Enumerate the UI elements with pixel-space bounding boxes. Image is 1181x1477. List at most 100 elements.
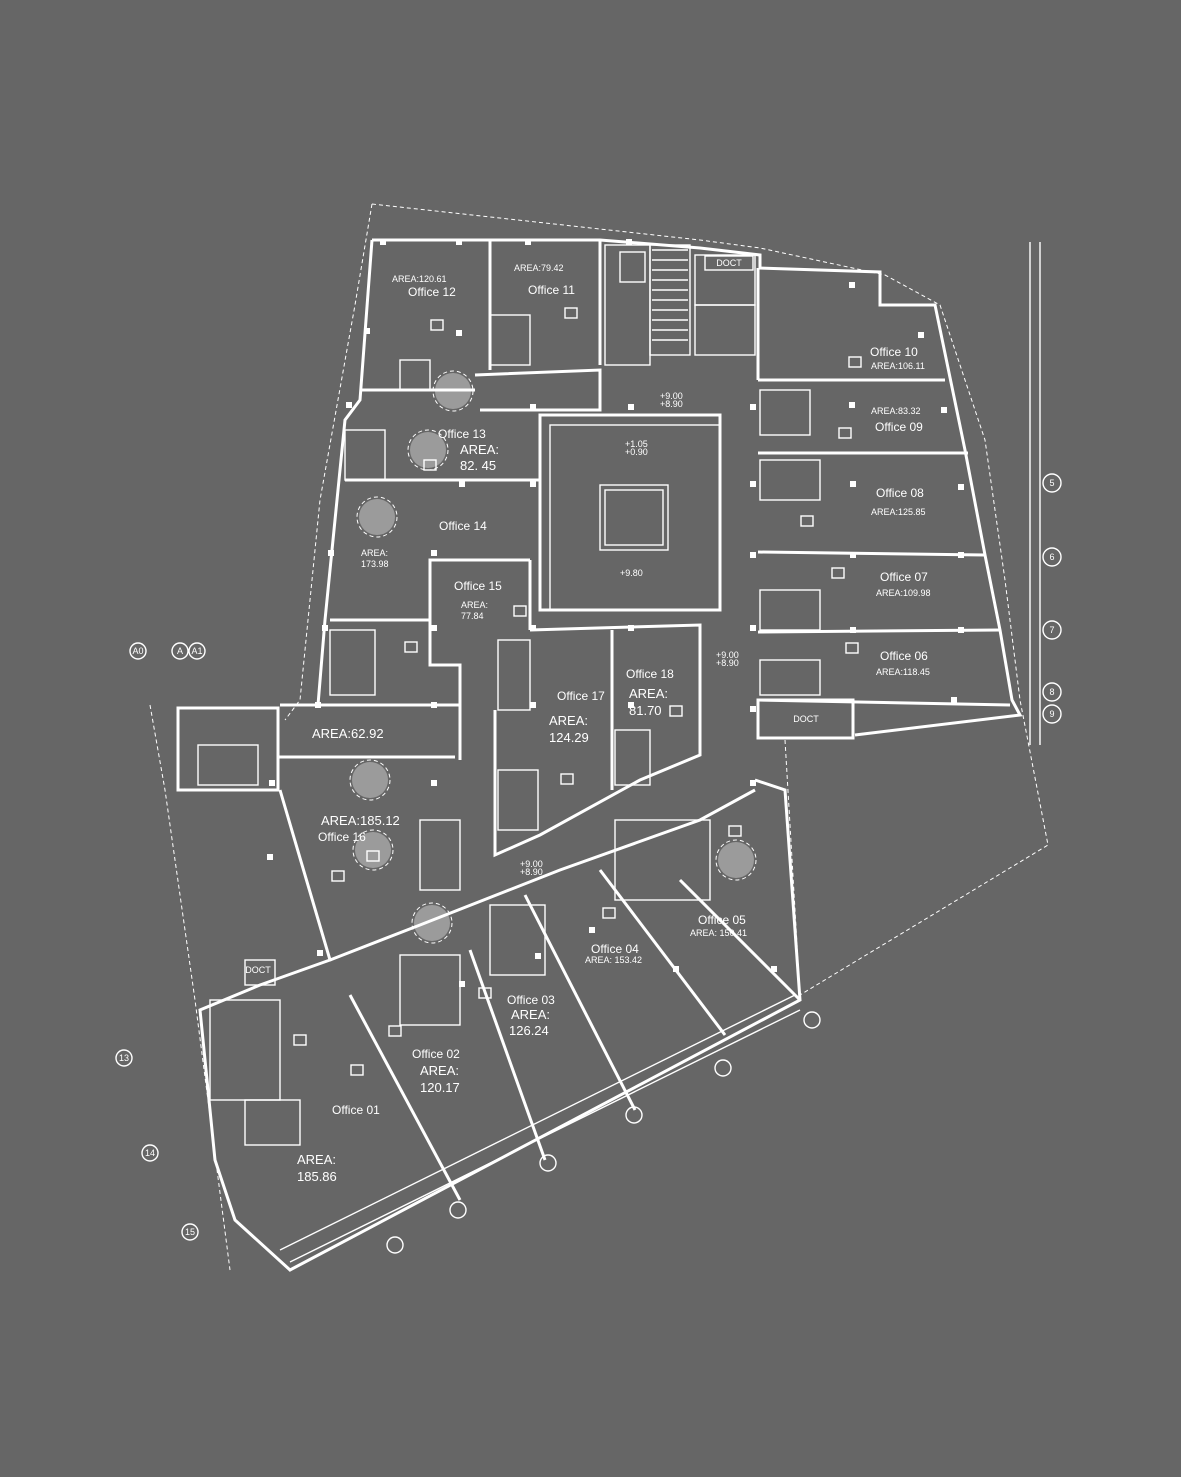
south-facade (279, 994, 801, 1263)
grid-bubble-label: 15 (185, 1227, 195, 1237)
column (951, 697, 957, 703)
column (459, 981, 465, 987)
doct-label-south: DOCT (245, 965, 271, 975)
column (267, 854, 273, 860)
column (322, 625, 328, 631)
office-08-area: AREA:125.85 (871, 507, 926, 517)
office-06-area: AREA:118.45 (876, 667, 930, 677)
room-tag (430, 319, 444, 331)
office-12-area: AREA:120.61 (392, 274, 447, 284)
skylight (352, 829, 394, 871)
grid-bubble-label: A0 (132, 646, 143, 656)
column (941, 407, 947, 413)
column (530, 481, 536, 487)
room-tag (669, 705, 683, 717)
grid-bubble (115, 1049, 133, 1067)
office-10-area: AREA:106.11 (871, 361, 925, 371)
office-12-name: Office 12 (408, 285, 456, 299)
office-10-name: Office 10 (870, 345, 918, 359)
column (918, 332, 924, 338)
column (628, 702, 634, 708)
office-11-area: AREA:79.42 (514, 263, 564, 273)
office-11-name: Office 11 (528, 283, 575, 297)
column (530, 625, 536, 631)
column (269, 780, 275, 786)
column (380, 239, 386, 245)
office-01-name: Office 01 (332, 1103, 380, 1117)
column (771, 966, 777, 972)
office-17-area-label: AREA: (549, 713, 588, 728)
columns (267, 239, 964, 987)
grid-bubble-label: A1 (191, 646, 202, 656)
grid-bubble (129, 642, 147, 660)
grid-bubble-label: 9 (1049, 709, 1054, 719)
office-07-name: Office 07 (880, 570, 928, 584)
office-03-area-label: AREA: (511, 1007, 550, 1022)
column (750, 625, 756, 631)
column (431, 780, 437, 786)
level-label: +9.00 (660, 391, 683, 401)
grid-bubble (1042, 473, 1062, 493)
office-05-name: Office 05 (698, 913, 746, 927)
office-06-name: Office 06 (880, 649, 928, 663)
column (456, 239, 462, 245)
room-tag (564, 307, 578, 319)
office-09-area: AREA:83.32 (871, 406, 921, 416)
grid-bubble-label: 14 (145, 1148, 155, 1158)
office-13-area-label: AREA: (460, 442, 499, 457)
building-outline (198, 238, 1023, 1272)
column (849, 282, 855, 288)
level-label: +9.00 (716, 650, 739, 660)
office-02-area-value: 120.17 (420, 1080, 460, 1095)
column (628, 625, 634, 631)
grid-bubble-label: 5 (1049, 478, 1054, 488)
skylight-fill (435, 373, 471, 409)
grid-bubble-label: 6 (1049, 552, 1054, 562)
office-16-name: Office 16 (318, 830, 366, 844)
office-17-name: Office 17 (557, 689, 605, 703)
grid-bubble (449, 1201, 467, 1219)
office-08-name: Office 08 (876, 486, 924, 500)
column (673, 966, 679, 972)
core-north (604, 244, 756, 366)
skylight-fill (359, 499, 395, 535)
office-01-area-value: 185.86 (297, 1169, 337, 1184)
column (431, 702, 437, 708)
office-02-name: Office 02 (412, 1047, 460, 1061)
office-03-area-value: 126.24 (509, 1023, 549, 1038)
office-15-area-value: 77.84 (461, 611, 484, 621)
skylight (715, 839, 757, 881)
room-tag (293, 1034, 307, 1046)
grid-bubble (141, 1144, 159, 1162)
skylight (432, 370, 474, 412)
grid-bubble (539, 1154, 557, 1172)
room-tag (800, 515, 814, 527)
north-block (360, 240, 602, 412)
skylight (411, 902, 453, 944)
column (530, 404, 536, 410)
office-04-name: Office 04 (591, 942, 639, 956)
room-tag (331, 870, 345, 882)
center-south-block (493, 623, 702, 858)
level-label: +9.00 (520, 859, 543, 869)
column (850, 627, 856, 633)
skylights (349, 370, 757, 944)
grid-bubble (188, 642, 206, 660)
column (850, 481, 856, 487)
grid-bubble (714, 1059, 732, 1077)
grid-bubble (171, 642, 189, 660)
office-13-area-value: 82. 45 (460, 458, 496, 473)
column (850, 552, 856, 558)
level-markers: +1.05 +0.90 +9.80 +9.00 +8.90 +9.00 +8.9… (520, 391, 739, 877)
east-block (756, 268, 1011, 740)
room-tag (388, 1025, 402, 1037)
column (750, 706, 756, 712)
atrium (538, 413, 722, 612)
south-block (209, 788, 802, 1201)
office-15-area-label: AREA: (461, 600, 488, 610)
grid-bubble (1042, 620, 1062, 640)
room-tag (831, 567, 845, 579)
room-tag (602, 907, 616, 919)
office-04-area: AREA: 153.42 (585, 955, 642, 965)
